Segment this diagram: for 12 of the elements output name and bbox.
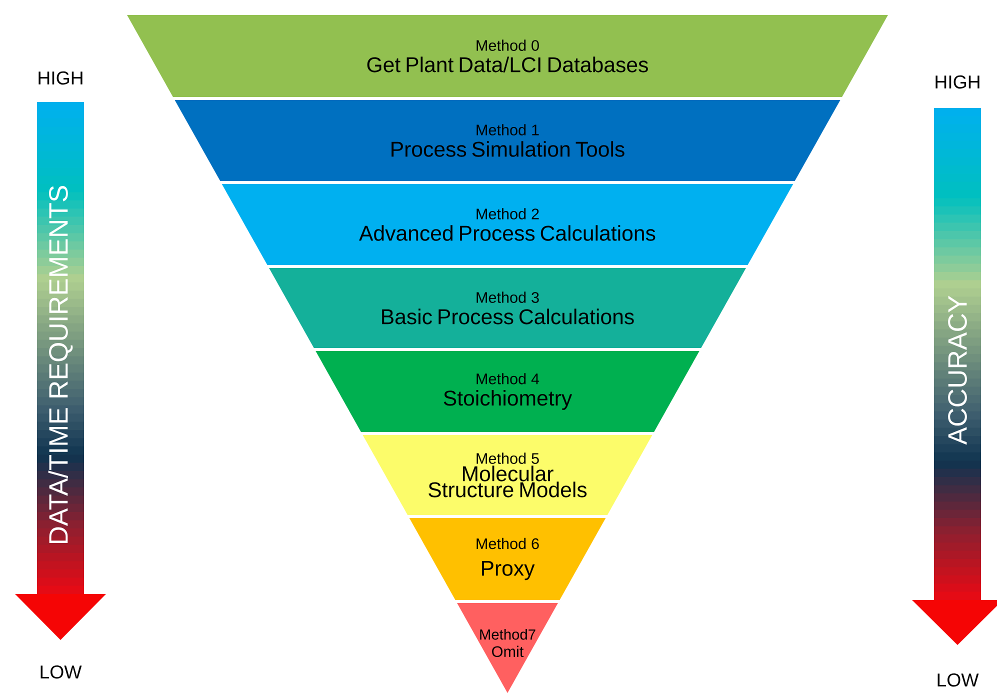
method-band: Method 6 Proxy xyxy=(409,518,606,600)
scale-label: LOW xyxy=(40,665,82,679)
method-band: Method 4 Stoichiometry xyxy=(316,351,700,432)
scale-label: HIGH xyxy=(38,71,82,85)
scale-label: HIGH xyxy=(936,75,980,89)
method-band: Method 1 Process Simulation Tools xyxy=(174,100,840,181)
method-band: Method7 Omit xyxy=(457,603,558,693)
method-band: Method 3 Basic Process Calculations xyxy=(269,268,746,348)
scale-label: LOW xyxy=(938,673,979,687)
method-band: Method 5 Molecular Structure Models xyxy=(362,435,652,515)
method-band: Method 0 Get Plant Data/LCI Databases xyxy=(127,15,888,97)
method-band: Method 2 Advanced Process Calculations xyxy=(222,184,794,265)
